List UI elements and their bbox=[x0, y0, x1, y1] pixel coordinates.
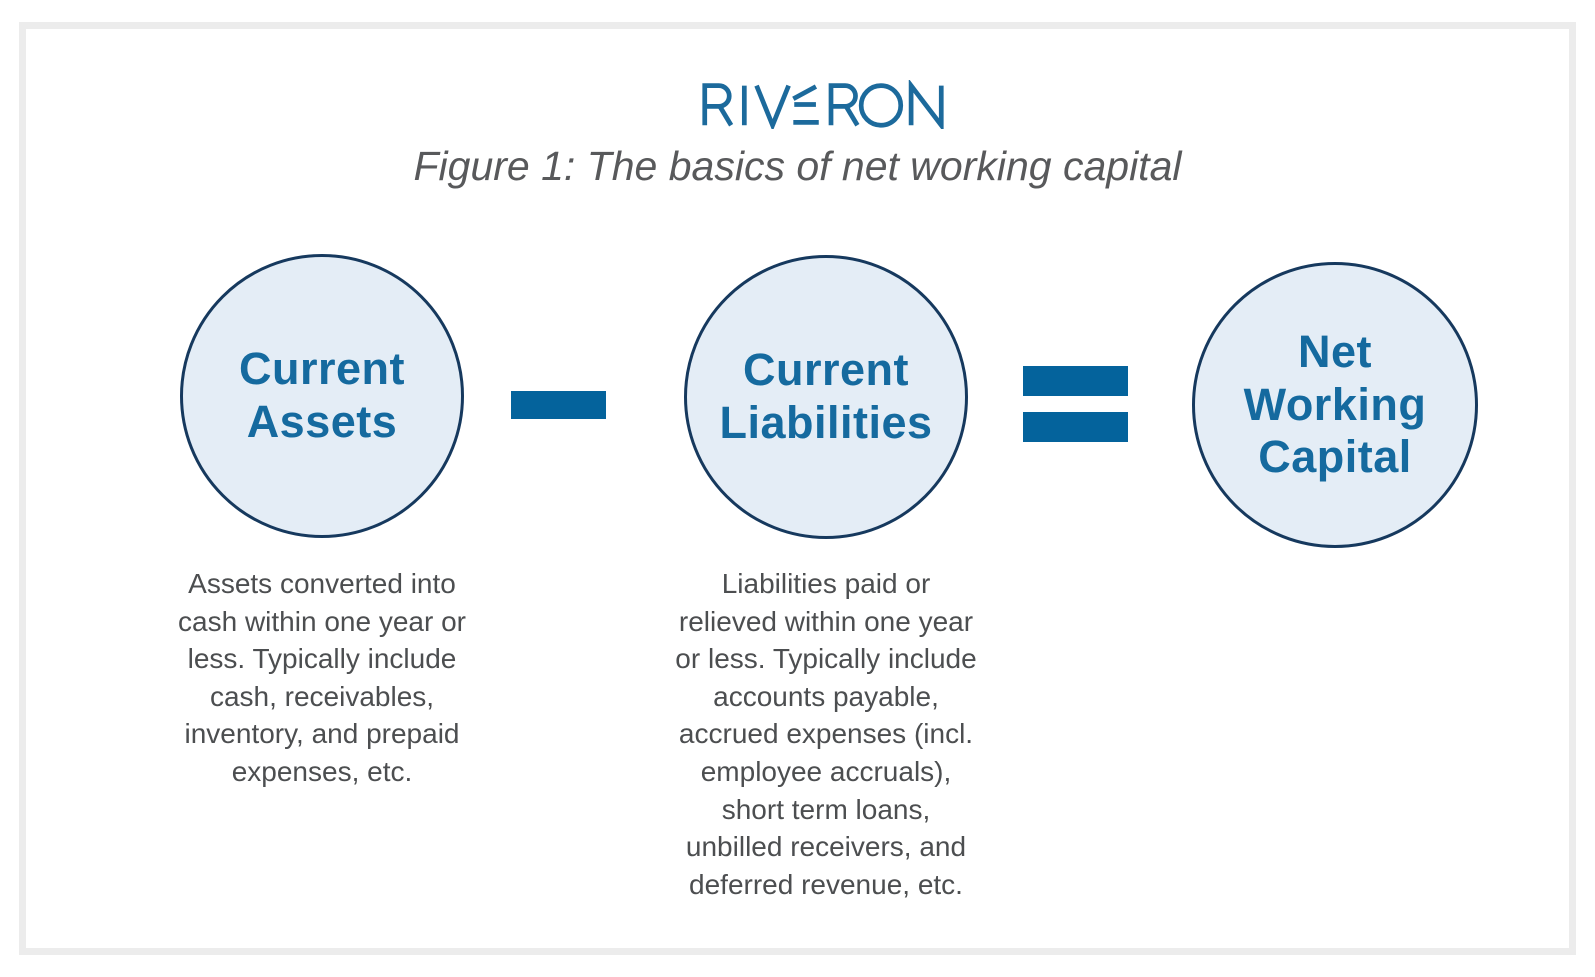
node-current-liabilities-label: Current Liabilities bbox=[719, 344, 933, 448]
node-net-working-capital: Net Working Capital bbox=[1192, 262, 1478, 548]
description-current-assets: Assets converted into cash within one ye… bbox=[178, 568, 466, 787]
equals-bar-bottom bbox=[1023, 412, 1128, 442]
node-current-assets-label: Current Assets bbox=[238, 343, 405, 447]
description-current-liabilities: Liabilities paid or relieved within one … bbox=[675, 568, 977, 900]
equals-bar-top bbox=[1023, 366, 1128, 396]
figure-title: Figure 1: The basics of net working capi… bbox=[413, 143, 1182, 189]
riveron-logo-text: RIVERON bbox=[698, 129, 699, 130]
figure-border-frame: RIVERON Figure 1: The basics of net work… bbox=[19, 22, 1576, 955]
riveron-logo: RIVERON bbox=[698, 80, 948, 129]
minus-operator bbox=[511, 391, 606, 419]
riveron-logo-graphic bbox=[702, 80, 944, 129]
equals-operator bbox=[1023, 366, 1128, 442]
node-net-working-capital-label: Net Working Capital bbox=[1243, 326, 1427, 483]
node-current-liabilities: Current Liabilities bbox=[684, 255, 968, 539]
node-current-assets: Current Assets bbox=[180, 254, 464, 538]
